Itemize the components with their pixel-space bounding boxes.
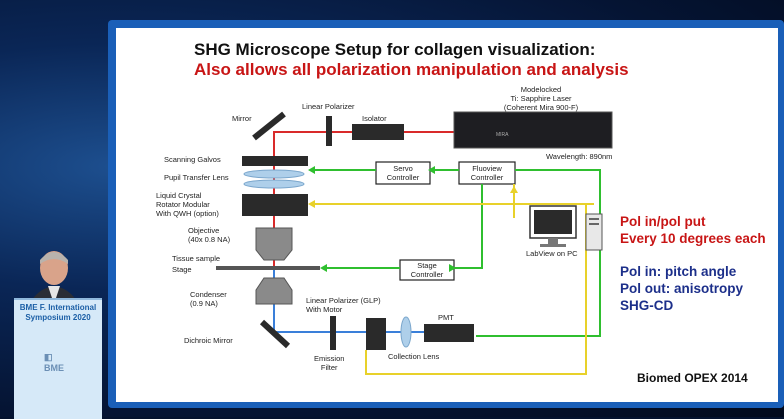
podium: BME F. International Symposium 2020 ◧ BM… — [14, 298, 102, 419]
label-labview: LabView on PC — [526, 249, 578, 258]
condenser-shape — [255, 277, 293, 305]
podium-line-2: Symposium 2020 — [25, 313, 91, 322]
glp-line-2: With Motor — [306, 305, 343, 314]
podium-logo-icon: ◧ BME — [44, 352, 64, 373]
note-blue-line-3: SHG-CD — [620, 298, 674, 313]
linear-polarizer-shape — [326, 116, 332, 146]
stage-ctrl-line-1: Stage — [417, 261, 437, 270]
collection-lens-shape — [400, 316, 412, 348]
slide-credit: Biomed OPEX 2014 — [637, 371, 748, 385]
emission-line-1: Emission — [314, 354, 345, 363]
dichroic-mirror-shape — [259, 319, 291, 349]
mirror-shape — [252, 111, 286, 141]
label-stage-controller: Stage Controller — [400, 261, 454, 279]
label-emission-filter: Emission Filter — [314, 354, 344, 372]
note-blue-line-1: Pol in: pitch angle — [620, 264, 737, 279]
label-wavelength: Wavelength: 890nm — [546, 152, 613, 161]
glp-line-1: Linear Polarizer (GLP) — [306, 296, 381, 305]
lcrm-line-3: With QWH (option) — [156, 209, 219, 218]
label-condenser: Condenser (0.9 NA) — [190, 290, 227, 308]
label-collection-lens: Collection Lens — [388, 352, 440, 361]
pmt-shape — [424, 324, 474, 342]
stage-ctrl-line-2: Controller — [410, 270, 444, 279]
lcrm-shape — [242, 194, 308, 216]
slide-title: SHG Microscope Setup for collagen visual… — [194, 40, 596, 59]
stage-controller-box — [399, 259, 455, 281]
servo-line-2: Controller — [386, 173, 420, 182]
fluoview-line-2: Controller — [470, 173, 504, 182]
label-mirror: Mirror — [232, 114, 252, 123]
note-blue-line-2: Pol out: anisotropy — [620, 281, 743, 296]
condenser-line-1: Condenser — [190, 290, 227, 299]
pupil-transfer-lens-shape — [243, 169, 305, 179]
condenser-line-2: (0.9 NA) — [190, 299, 218, 308]
stage-shape — [216, 266, 320, 270]
label-dichroic-mirror: Dichroic Mirror — [184, 336, 233, 345]
label-pupil-transfer-lens: Pupil Transfer Lens — [164, 173, 229, 182]
label-laser: Modelocked Ti: Sapphire Laser (Coherent … — [466, 85, 616, 112]
note-red: Pol in/pol put Every 10 degrees each — [620, 213, 766, 247]
fluoview-controller-box — [458, 161, 516, 185]
laser-line-1: Modelocked — [520, 85, 562, 94]
green-control-lines — [310, 169, 601, 337]
fluoview-line-1: Fluoview — [472, 164, 502, 173]
objective-line-1: Objective — [188, 226, 220, 235]
glp-shape — [330, 316, 336, 350]
label-pmt: PMT — [438, 313, 454, 322]
laser-line-2: Ti: Sapphire Laser — [510, 94, 572, 103]
yellow-control-lines — [310, 184, 594, 375]
svg-text:MIRA: MIRA — [496, 132, 509, 138]
podium-sign: BME F. International Symposium 2020 — [14, 303, 102, 323]
label-stage: Stage — [172, 265, 192, 274]
label-tissue-sample: Tissue sample — [172, 254, 221, 263]
podium-line-1: BME F. International — [19, 303, 97, 312]
laser-line-3: (Coherent Mira 900-F) — [503, 103, 579, 112]
slide: SHG Microscope Setup for collagen visual… — [116, 28, 778, 402]
label-isolator: Isolator — [362, 114, 387, 123]
lcrm-line-2: Rotator Modular — [156, 200, 210, 209]
label-lcrm: Liquid Crystal Rotator Modular With QWH … — [156, 191, 219, 218]
objective-line-2: (40x 0.8 NA) — [188, 235, 231, 244]
laser-box — [453, 111, 613, 149]
emission-filter-shape — [366, 318, 386, 350]
servo-line-1: Servo — [393, 164, 413, 173]
objective-shape — [255, 227, 293, 261]
label-scanning-galvos: Scanning Galvos — [164, 155, 221, 164]
isolator-shape — [352, 124, 404, 140]
microscope-diagram: MIRA — [216, 111, 613, 375]
note-red-line-1: Pol in/pol put — [620, 214, 706, 229]
label-glp: Linear Polarizer (GLP) With Motor — [306, 296, 381, 314]
lcrm-line-1: Liquid Crystal — [156, 191, 202, 200]
slide-subtitle: Also allows all polarization manipulatio… — [194, 60, 629, 79]
label-servo-controller: Servo Controller — [376, 164, 430, 182]
note-blue: Pol in: pitch angle Pol out: anisotropy … — [620, 263, 743, 314]
emission-line-2: Filter — [320, 363, 338, 372]
scanning-galvos-shape — [242, 156, 308, 166]
servo-controller-box — [375, 161, 431, 185]
note-red-line-2: Every 10 degrees each — [620, 231, 766, 246]
label-fluoview-controller: Fluoview Controller — [459, 164, 515, 182]
label-objective: Objective (40x 0.8 NA) — [188, 226, 230, 244]
label-linear-polarizer: Linear Polarizer — [302, 102, 355, 111]
